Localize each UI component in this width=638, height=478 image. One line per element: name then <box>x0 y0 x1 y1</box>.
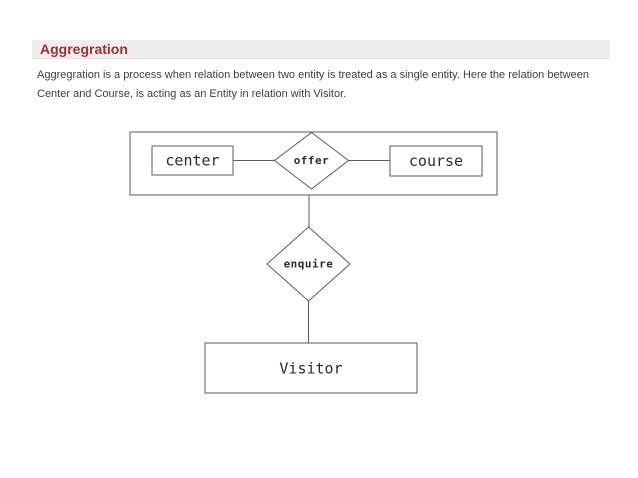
relationship-offer-label: offer <box>294 154 330 167</box>
description-text: Aggregration is a process when relation … <box>37 69 589 100</box>
entity-center-label: center <box>165 152 219 170</box>
entity-center-rect <box>151 145 234 176</box>
section-heading-bar: Aggregration <box>32 40 610 59</box>
relationship-enquire-label: enquire <box>284 258 334 271</box>
relationship-offer-diamond <box>273 131 350 190</box>
entity-course-rect <box>389 145 483 177</box>
entity-visitor-label: Visitor <box>279 360 342 378</box>
entity-course-label: course <box>409 152 463 170</box>
entity-visitor-rect <box>204 342 418 394</box>
section-title: Aggregration <box>40 41 128 57</box>
er-diagram: center offer course enquire Visitor <box>129 131 498 394</box>
